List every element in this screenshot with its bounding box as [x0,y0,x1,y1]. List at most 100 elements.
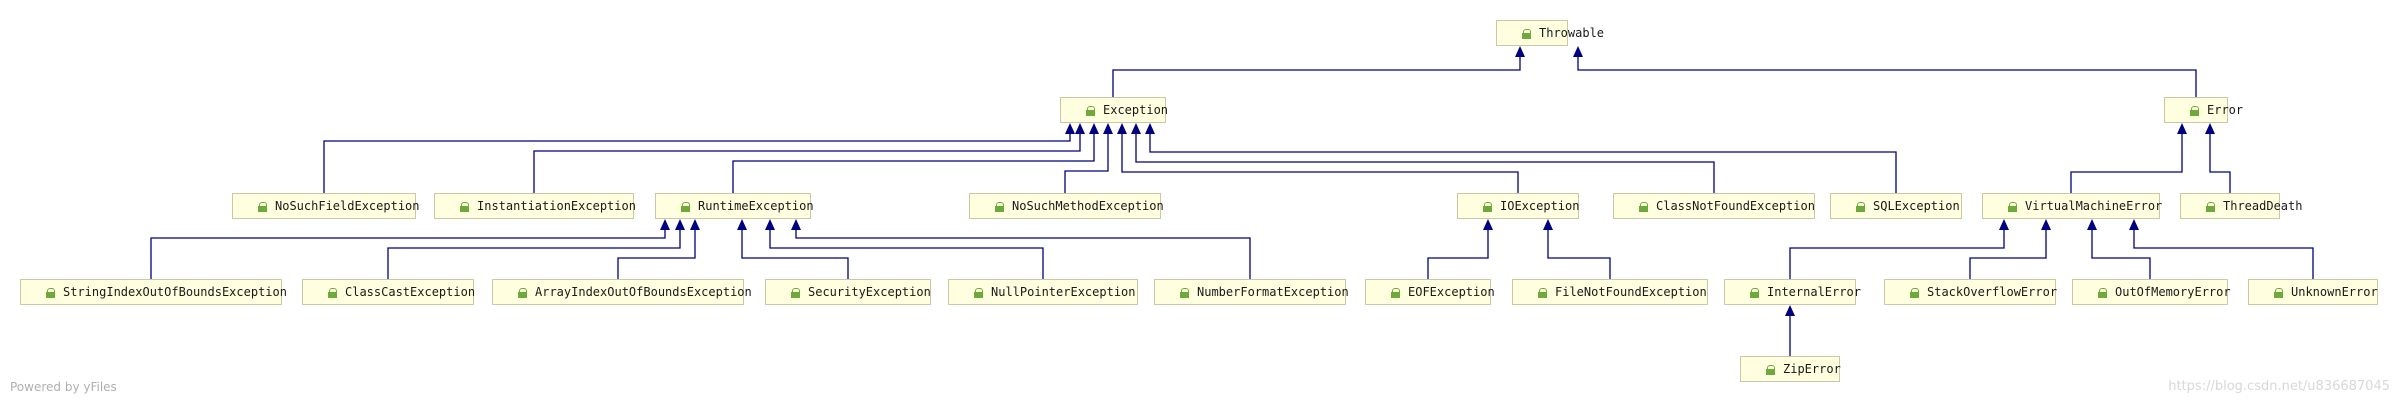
arrowhead-error-to-throwable [1573,46,1583,57]
node-ioexception[interactable]: IOException [1457,193,1579,219]
edge-filenotfound-to-ioexception [1547,230,1611,279]
node-ziperror[interactable]: ZipError [1740,356,1841,382]
arrowhead-unknown-to-vmerror [2129,219,2139,230]
node-label: Exception [1103,103,1169,117]
arrowhead-nosuchmethod-to-exception [1103,123,1113,134]
public-lock-icon [460,201,470,212]
node-label: OutOfMemoryError [2115,285,2231,299]
edge-nosuchfield-to-exception [323,134,1071,193]
public-lock-icon [1856,201,1866,212]
node-label: ClassCastException [345,285,476,299]
public-lock-icon [1180,287,1190,298]
node-label: NullPointerException [991,285,1136,299]
node-label: Error [2207,103,2244,117]
node-nosuchmethodexception[interactable]: NoSuchMethodException [969,193,1164,219]
node-classcastexception[interactable]: ClassCastException [302,279,476,305]
class-icon [241,199,255,213]
public-lock-icon [681,201,691,212]
public-lock-icon [2008,201,2018,212]
node-label: SQLException [1873,199,1960,213]
public-lock-icon [1086,105,1096,116]
edge-eof-to-ioexception [1427,230,1489,279]
node-threaddeath[interactable]: ThreadDeath [2180,193,2302,219]
edge-runtime-to-exception [732,134,1095,193]
arrowhead-stackoverflow-to-vmerror [2041,219,2051,230]
node-outofmemoryerror[interactable]: OutOfMemoryError [2072,279,2231,305]
arrowhead-threaddeath-to-error [2205,123,2215,134]
node-label: NoSuchMethodException [1012,199,1164,213]
edge-stackoverflow-to-vmerror [1969,230,2047,279]
edge-ioexception-to-exception [1121,134,1519,193]
node-nosuchfieldexception[interactable]: NoSuchFieldException [232,193,420,219]
public-lock-icon [1483,201,1493,212]
node-error[interactable]: Error [2164,97,2243,123]
node-label: StackOverflowError [1927,285,2058,299]
node-throwable[interactable]: Throwable [1496,20,1604,46]
arrowhead-classnotfound-to-exception [1131,123,1141,134]
abstract-class-icon [1505,26,1519,40]
node-label: ClassNotFoundException [1656,199,1815,213]
public-lock-icon [328,287,338,298]
node-instantiationexception[interactable]: InstantiationException [434,193,636,219]
class-icon [501,285,515,299]
node-internalerror[interactable]: InternalError [1724,279,1861,305]
public-lock-icon [1522,28,1532,39]
node-label: StringIndexOutOfBoundsException [63,285,287,299]
abstract-class-icon [1733,285,1747,299]
node-filenotfoundexception[interactable]: FileNotFoundException [1512,279,1708,305]
node-exception[interactable]: Exception [1060,97,1169,123]
arrowhead-eof-to-ioexception [1483,219,1493,230]
node-stringindexoutofboundsexception[interactable]: StringIndexOutOfBoundsException [20,279,287,305]
edge-arrindex-to-runtime [617,230,696,279]
edge-nosuchmethod-to-exception [1064,134,1109,193]
public-lock-icon [1750,287,1760,298]
public-lock-icon [1639,201,1649,212]
node-stackoverflowerror[interactable]: StackOverflowError [1884,279,2058,305]
class-icon [311,285,325,299]
node-nullpointerexception[interactable]: NullPointerException [948,279,1138,305]
powered-by-text: Powered by yFiles [10,380,117,394]
arrowhead-vmerror-to-error [2177,123,2187,134]
node-label: EOFException [1408,285,1495,299]
class-icon [957,285,971,299]
edge-outofmemory-to-vmerror [2091,230,2151,279]
edge-nullptr-to-runtime [769,230,1044,279]
node-securityexception[interactable]: SecurityException [765,279,931,305]
node-sqlexception[interactable]: SQLException [1830,193,1962,219]
node-virtualmachineerror[interactable]: VirtualMachineError [1982,193,2162,219]
abstract-class-icon [1991,199,2005,213]
class-icon [443,199,457,213]
node-classnotfoundexception[interactable]: ClassNotFoundException [1613,193,1815,219]
node-runtimeexception[interactable]: RuntimeException [655,193,814,219]
abstract-class-icon [664,199,678,213]
arrowhead-filenotfound-to-ioexception [1543,219,1553,230]
class-icon [1839,199,1853,213]
public-lock-icon [1910,287,1920,298]
class-icon [1521,285,1535,299]
edge-classnotfound-to-exception [1135,134,1715,193]
node-eofexception[interactable]: EOFException [1365,279,1495,305]
node-arrayindexoutofboundsexception[interactable]: ArrayIndexOutOfBoundsException [492,279,752,305]
class-icon [774,285,788,299]
arrowhead-internal-to-vmerror [1999,219,2009,230]
public-lock-icon [1538,287,1548,298]
node-label: NumberFormatException [1197,285,1349,299]
class-icon [978,199,992,213]
abstract-class-icon [1893,285,1907,299]
abstract-class-icon [2257,285,2271,299]
public-lock-icon [995,201,1005,212]
node-numberformatexception[interactable]: NumberFormatException [1154,279,1349,305]
node-label: IOException [1500,199,1580,213]
arrowhead-runtime-to-exception [1089,123,1099,134]
arrowhead-exception-to-throwable [1515,46,1525,57]
public-lock-icon [258,201,268,212]
node-label: InternalError [1767,285,1861,299]
arrowhead-nosuchfield-to-exception [1065,123,1075,134]
arrowhead-numformat-to-runtime [791,219,801,230]
node-unknownerror[interactable]: UnknownError [2248,279,2378,305]
class-icon [1622,199,1636,213]
abstract-class-icon [2173,103,2187,117]
edge-security-to-runtime [741,230,849,279]
arrowhead-ziperror-to-internal [1785,305,1795,316]
